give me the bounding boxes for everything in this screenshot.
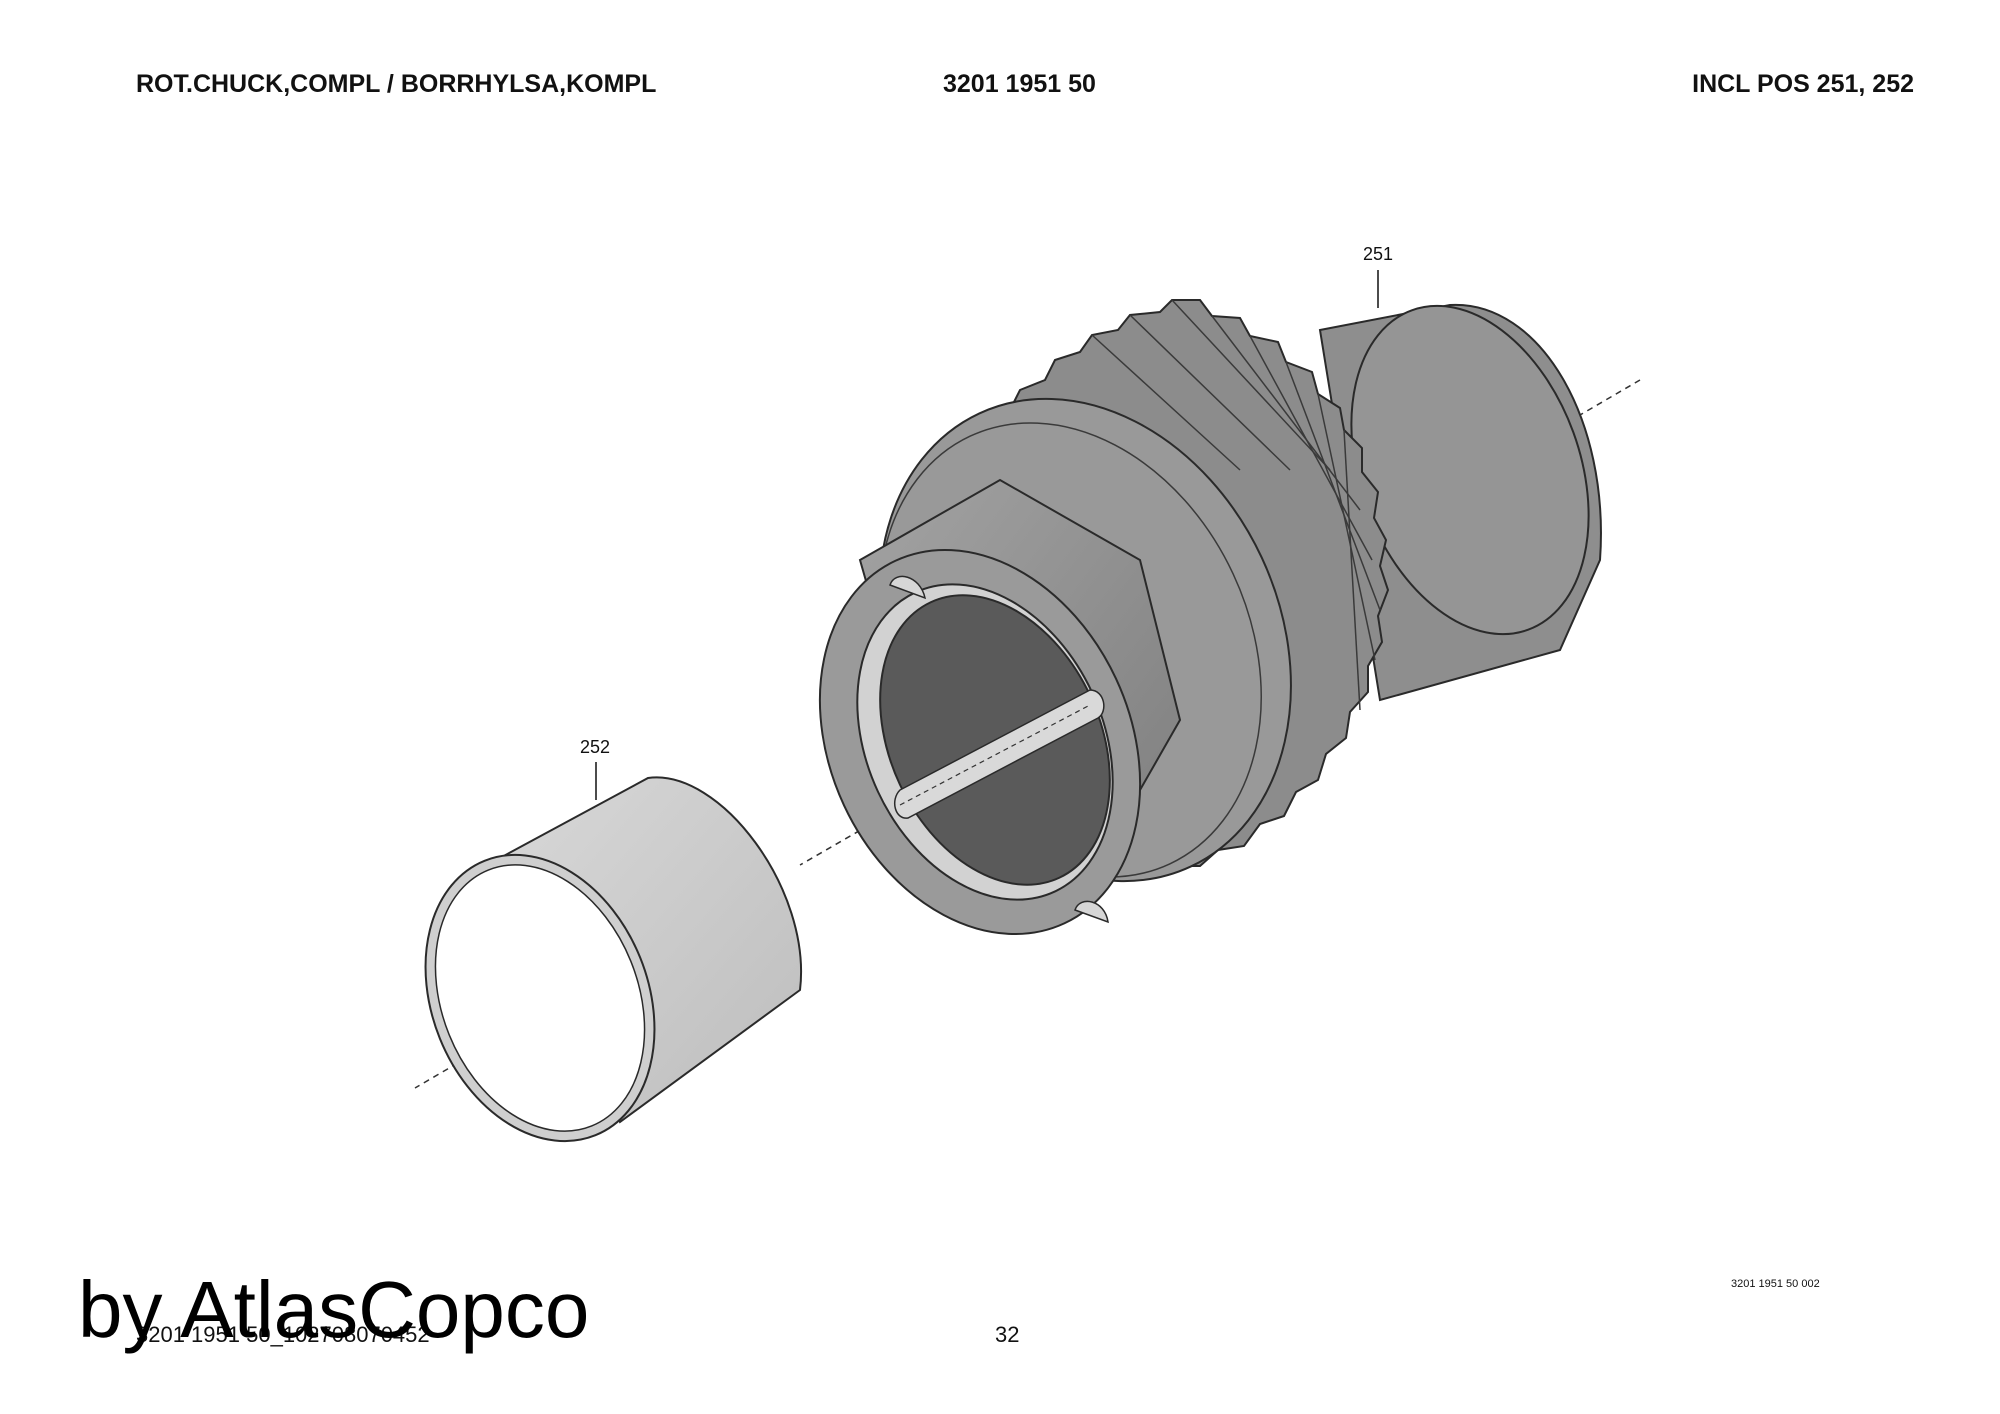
document-code: 3201 1951 50_102708070452 [136, 1322, 430, 1347]
drive-pin [893, 689, 1105, 819]
bushing-body [498, 776, 803, 1124]
part-number: 3201 1951 50 [943, 70, 1096, 98]
drawing-title: ROT.CHUCK,COMPL / BORRHYLSA,KOMPL [136, 70, 657, 98]
rotation-chuck-part [818, 299, 1602, 936]
included-positions: INCL POS 251, 252 [1692, 70, 1914, 98]
callout-251: 251 [1363, 244, 1393, 308]
bushing-bore [434, 864, 646, 1132]
bushing-part [424, 776, 803, 1143]
callout-label-251: 251 [1363, 244, 1393, 264]
callout-label-252: 252 [580, 737, 610, 757]
callout-252: 252 [580, 737, 610, 800]
drawing-code: 3201 1951 50 002 [1731, 1278, 1820, 1290]
watermark: by AtlasCopco [78, 1265, 590, 1354]
page-number: 32 [995, 1322, 1020, 1347]
